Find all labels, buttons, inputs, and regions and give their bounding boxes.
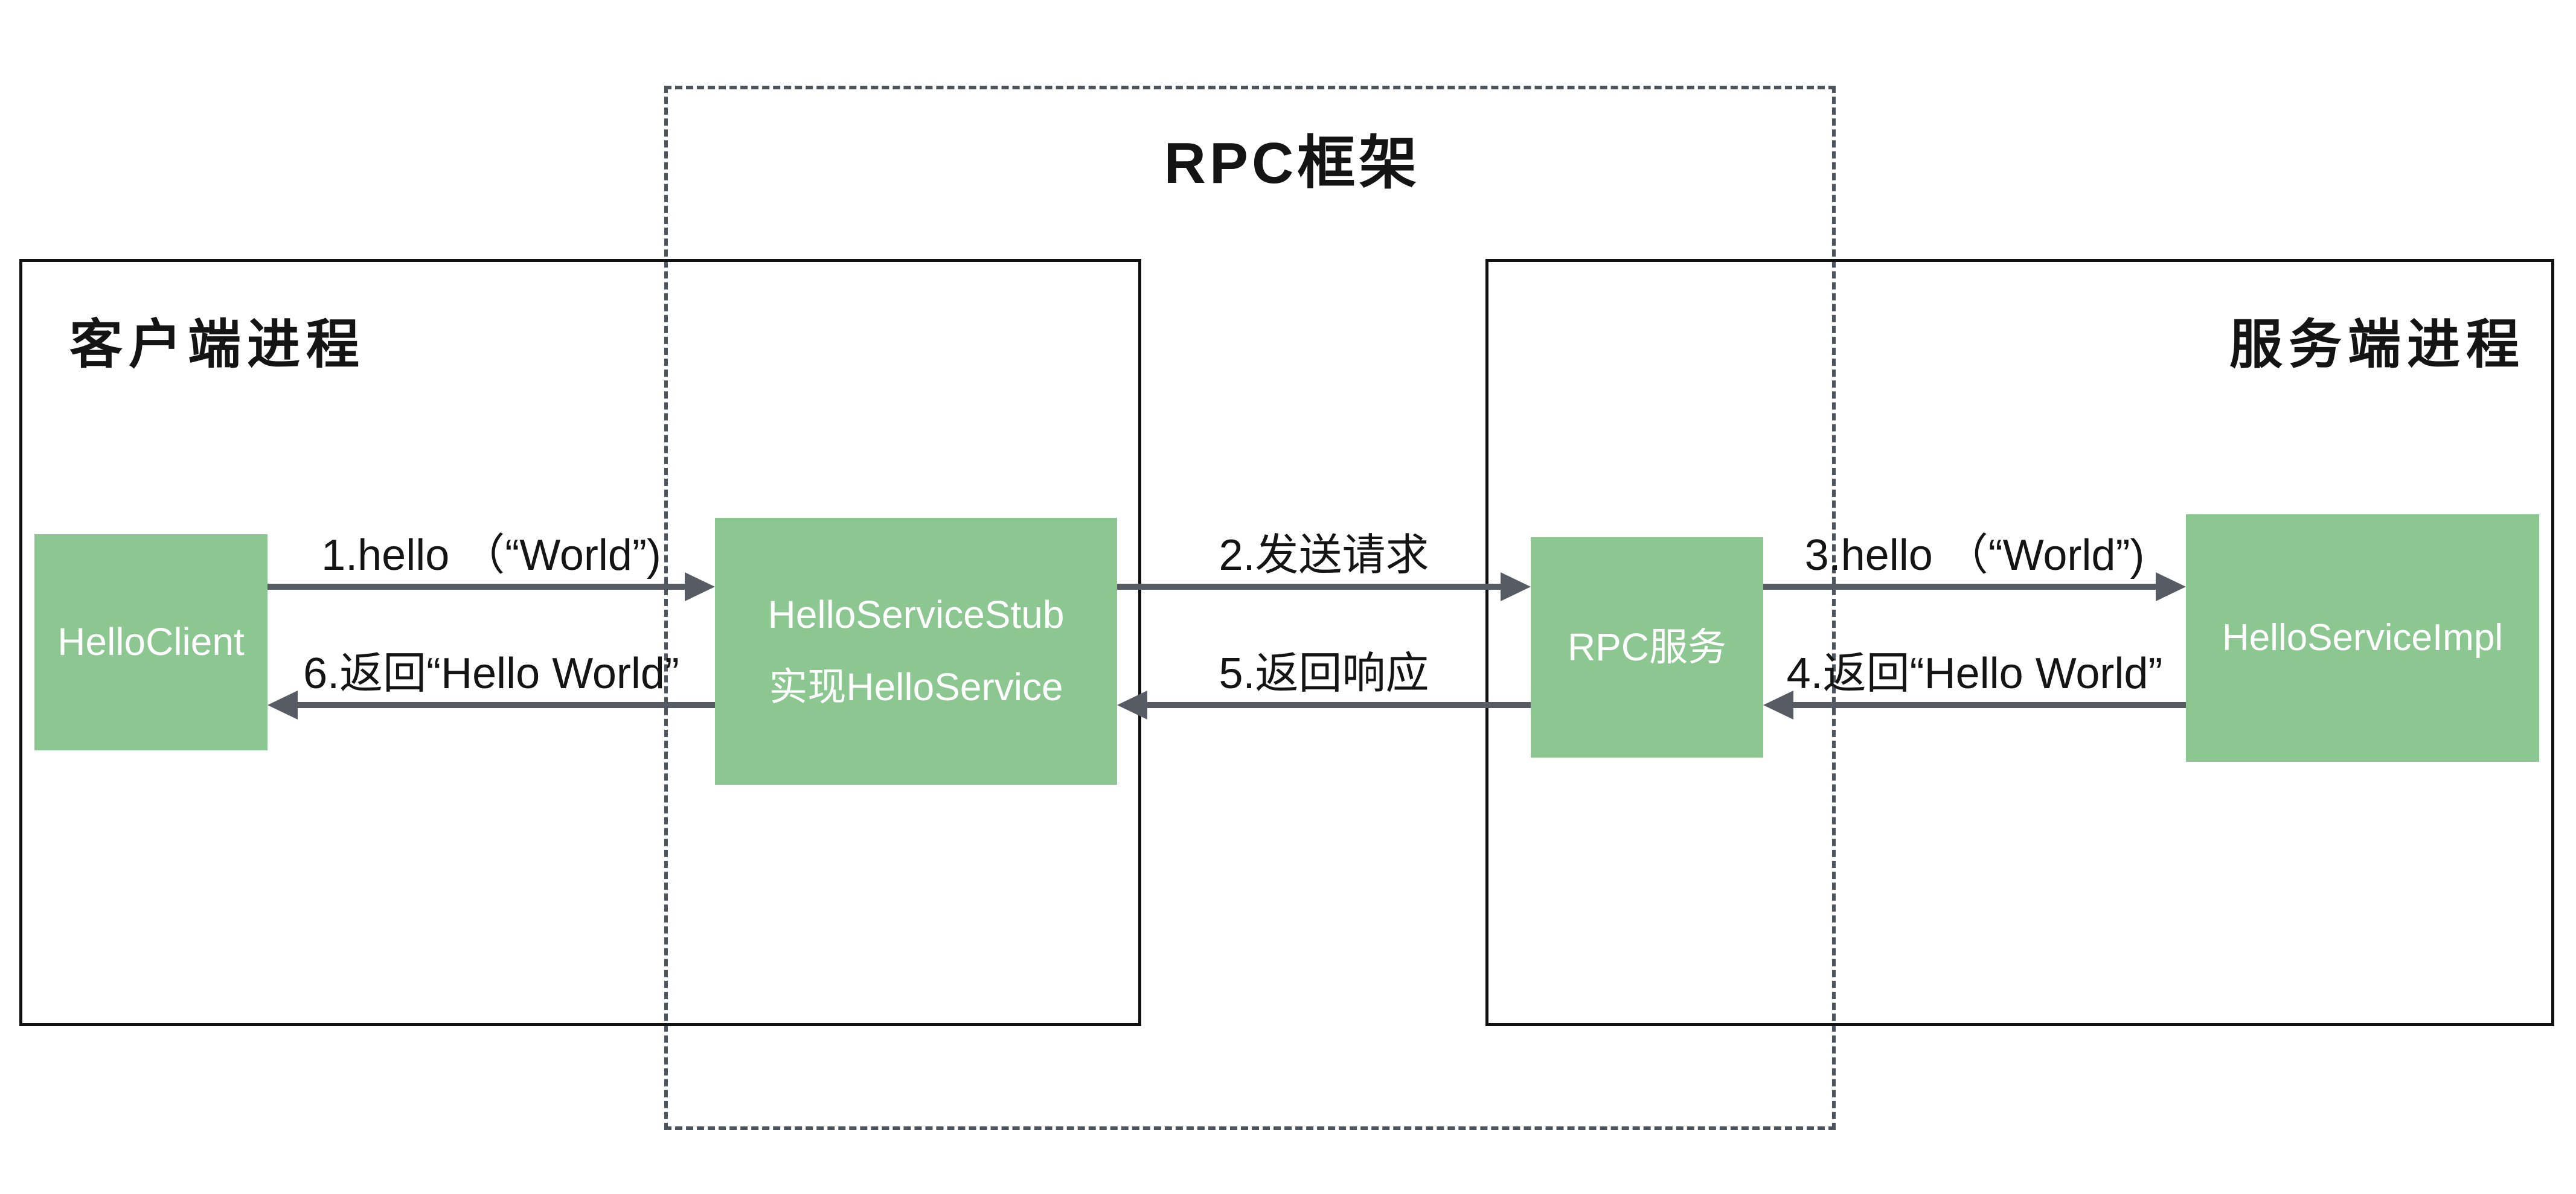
arrow-step2-shaft [1117,584,1505,590]
server-process-container [1485,259,2554,1026]
arrow-step6-response [268,691,715,720]
arrow-step3-label: 3.hello （“World”) [1804,531,2145,579]
hello-client-node-label: HelloClient [57,620,245,664]
arrow-step1-label: 1.hello （“World”) [321,531,661,579]
arrowhead-right-icon [1501,572,1531,601]
arrow-step3-request [1763,572,2186,601]
arrow-step5-shaft [1142,702,1531,708]
arrow-step1-request [268,572,715,601]
rpc-framework-title: RPC框架 [1164,131,1421,196]
client-process-container [19,259,1141,1026]
hello-service-impl-node-label: HelloServiceImpl [2222,617,2504,659]
server-process-label: 服务端进程 [2229,314,2525,374]
arrow-step1-shaft [268,584,690,590]
arrow-step3-shaft [1763,584,2161,590]
hello-service-impl-node: HelloServiceImpl [2186,514,2539,762]
hello-service-stub-node-label-line1: HelloServiceStub [767,593,1065,637]
arrow-step2-request [1117,572,1531,601]
client-process-label: 客户端进程 [69,314,366,374]
hello-client-node: HelloClient [34,534,268,750]
arrow-step5-label: 5.返回响应 [1219,650,1429,698]
arrowhead-right-icon [2156,572,2186,601]
arrowhead-left-icon [1117,691,1147,720]
rpc-service-node-label: RPC服务 [1567,625,1727,669]
arrowhead-left-icon [268,691,298,720]
arrow-step4-label: 4.返回“Hello World” [1786,650,2163,698]
hello-service-stub-node: HelloServiceStub 实现HelloService [715,518,1117,785]
arrow-step6-shaft [293,702,715,708]
arrowhead-left-icon [1763,691,1793,720]
rpc-framework-container [664,86,1836,1130]
arrow-step4-response [1763,691,2186,720]
arrow-step4-shaft [1789,702,2186,708]
rpc-service-node: RPC服务 [1531,537,1763,758]
arrowhead-right-icon [685,572,715,601]
arrow-step5-response [1117,691,1531,720]
arrow-step6-label: 6.返回“Hello World” [303,650,679,698]
hello-service-stub-node-label-line2: 实现HelloService [769,665,1063,709]
arrow-step2-label: 2.发送请求 [1219,531,1429,579]
